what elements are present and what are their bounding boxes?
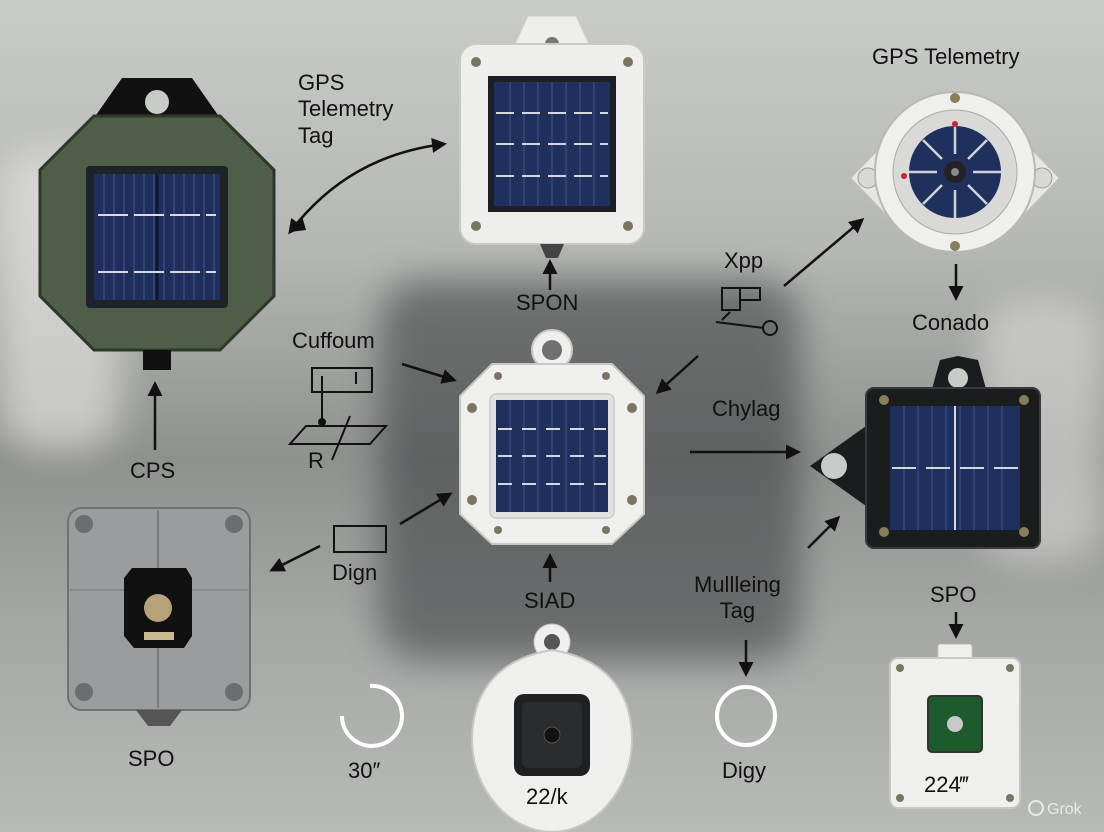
label-gps-telemetry-tag: GPS Telemetry Tag [298,70,394,148]
ring-icon [340,683,404,748]
black-solar-tag [810,356,1041,549]
white-solar-tag-center [459,329,645,545]
arrow-icon [269,544,321,572]
bracket-diagram-icon [287,367,389,461]
small-white-box [889,644,1021,809]
label-cps: CPS [130,458,176,483]
label-cuffoum: Cuffoum [292,328,375,353]
label-twenty-two-k: 22/k [526,784,568,809]
grok-watermark: Grok [1028,800,1082,819]
arrow-icon [401,362,457,384]
label-conado: Conado [912,310,990,335]
bracket-diagram-icon [715,287,778,336]
watermark-text: Grok [1047,801,1082,818]
ring-icon [715,685,777,747]
round-white-tag [470,623,634,832]
arrow-icon [399,492,453,526]
label-two-twenty-four: 224‴ [924,772,969,797]
label-chylag: Chylag [712,396,781,421]
label-xpp: Xpp [724,248,764,273]
arrow-icon [783,218,865,287]
label-gps-telemetry: GPS Telemetry [872,44,1020,69]
grok-logo-icon [1028,800,1044,816]
label-mulleing-tag: Mullleing Tag [694,572,781,624]
label-spon: SPON [516,290,579,315]
white-solar-tag-top [459,16,645,258]
rectangle-icon [333,525,387,553]
arrow-icon [289,138,447,233]
label-siad: SIAD [524,588,576,613]
olive-solar-tag [38,78,276,370]
label-dign: Dign [332,560,378,585]
silver-tag-box [67,507,251,726]
label-spo-left: SPO [128,746,175,771]
arrow-icon [655,355,699,395]
label-r: R [308,448,324,473]
label-spo-right: SPO [930,582,977,607]
round-solar-tag [848,91,1062,253]
arrow-icon [290,216,306,232]
label-digy: Digy [722,758,767,783]
arrow-icon [807,515,841,549]
label-thirty: 30″ [348,758,381,783]
